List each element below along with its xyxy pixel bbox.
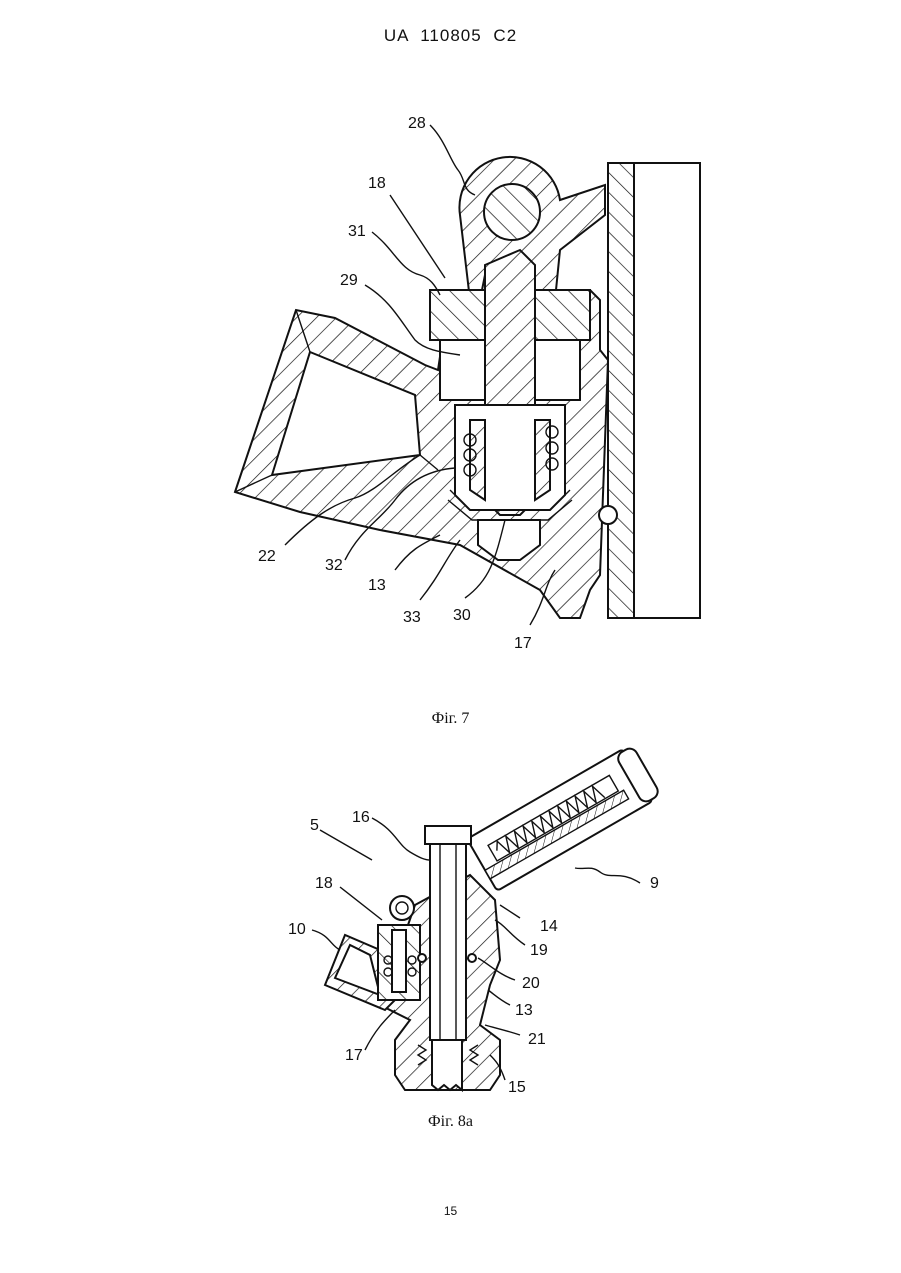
fig7-label-30: 30 bbox=[453, 607, 471, 624]
fig8a-label-14: 14 bbox=[540, 918, 558, 935]
fig7-label-28: 28 bbox=[408, 115, 426, 132]
fig7-label-32: 32 bbox=[325, 557, 343, 574]
figure-7-caption: Фіг. 7 bbox=[0, 710, 901, 728]
fig8a-label-20: 20 bbox=[522, 975, 540, 992]
fig8a-label-21: 21 bbox=[528, 1031, 546, 1048]
fig8a-label-16: 16 bbox=[352, 809, 370, 826]
fig7-label-17: 17 bbox=[514, 635, 532, 652]
fig8a-label-10: 10 bbox=[288, 921, 306, 938]
pivot-pin bbox=[484, 184, 540, 240]
figure-8a-drawing: 5 16 18 10 9 14 19 20 13 21 17 15 bbox=[0, 740, 901, 1120]
wall-block bbox=[634, 163, 700, 618]
fig8a-label-5: 5 bbox=[310, 817, 319, 834]
fig7-label-18: 18 bbox=[368, 175, 386, 192]
fig7-label-31: 31 bbox=[348, 223, 366, 240]
fig7-label-13: 13 bbox=[368, 577, 386, 594]
page-number: 15 bbox=[0, 1204, 901, 1218]
fig8a-label-17: 17 bbox=[345, 1047, 363, 1064]
figure-7-drawing: 28 18 31 29 22 32 13 33 30 17 bbox=[0, 0, 901, 700]
fig8a-label-13: 13 bbox=[515, 1002, 533, 1019]
fig8a-label-9: 9 bbox=[650, 875, 659, 892]
inclined-cylinder bbox=[467, 744, 662, 891]
wall-plate bbox=[608, 163, 634, 618]
fig8a-label-18: 18 bbox=[315, 875, 333, 892]
figure-8a-caption: Фіг. 8а bbox=[0, 1113, 901, 1131]
tube-top bbox=[425, 826, 471, 844]
fig8a-label-15: 15 bbox=[508, 1079, 526, 1096]
fig7-label-33: 33 bbox=[403, 609, 421, 626]
fig7-label-22: 22 bbox=[258, 548, 276, 565]
fig7-label-29: 29 bbox=[340, 272, 358, 289]
tube-body bbox=[430, 844, 466, 1040]
fig8a-label-19: 19 bbox=[530, 942, 548, 959]
